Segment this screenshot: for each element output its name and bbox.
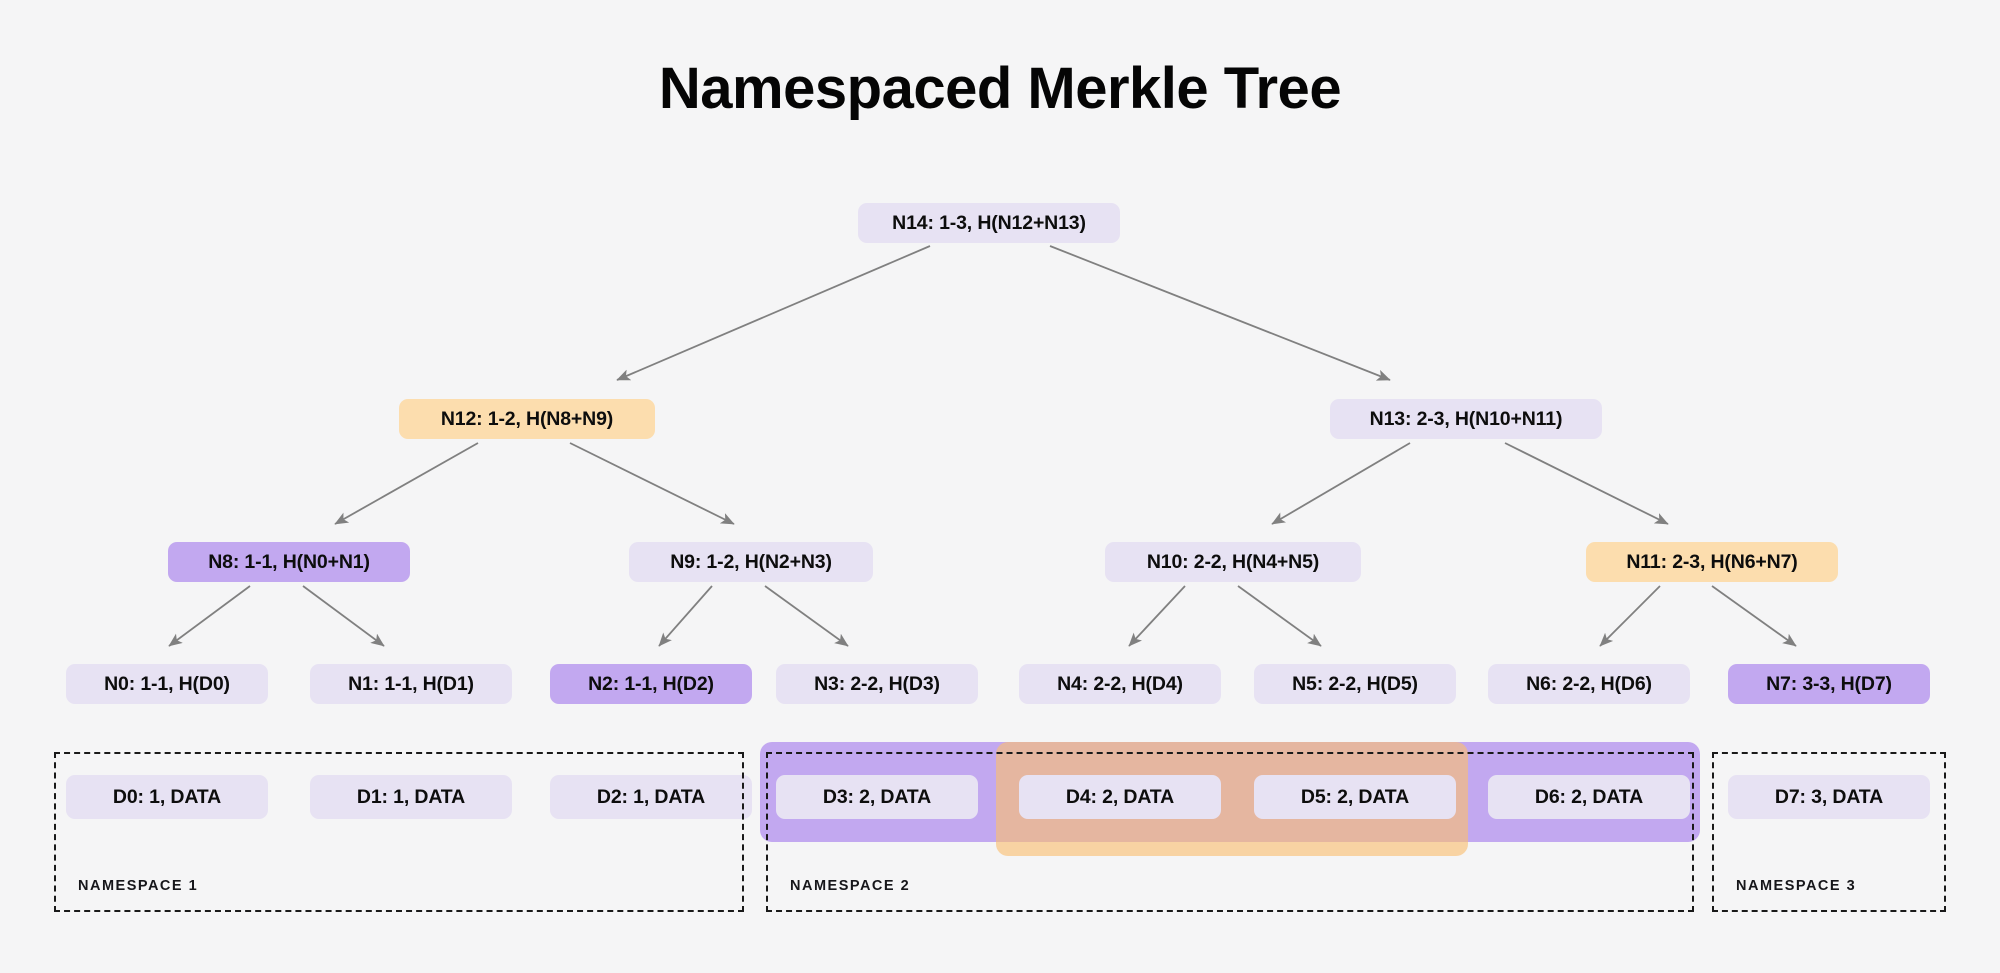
tree-node-n7[interactable]: N7: 3-3, H(D7) (1728, 664, 1930, 704)
tree-edge-n10-to-n4 (1128, 585, 1186, 647)
tree-node-n4[interactable]: N4: 2-2, H(D4) (1019, 664, 1221, 704)
tree-edge-n11-to-n6 (1599, 585, 1661, 647)
tree-node-n1[interactable]: N1: 1-1, H(D1) (310, 664, 512, 704)
tree-node-n0[interactable]: N0: 1-1, H(D0) (66, 664, 268, 704)
namespace-group-ns3 (1712, 752, 1946, 912)
tree-node-n2[interactable]: N2: 1-1, H(D2) (550, 664, 752, 704)
tree-node-n13[interactable]: N13: 2-3, H(N10+N11) (1330, 399, 1602, 439)
page-title: Namespaced Merkle Tree (658, 56, 1342, 121)
tree-edge-n8-to-n1 (302, 585, 385, 647)
tree-node-n8[interactable]: N8: 1-1, H(N0+N1) (168, 542, 410, 582)
tree-node-n5[interactable]: N5: 2-2, H(D5) (1254, 664, 1456, 704)
data-block-d3[interactable]: D3: 2, DATA (776, 775, 978, 819)
namespace-label-ns2: NAMESPACE 2 (790, 878, 911, 894)
edge-group (168, 245, 1797, 647)
namespace-label-ns3: NAMESPACE 3 (1736, 878, 1857, 894)
tree-edge-n13-to-n11 (1504, 442, 1669, 525)
data-block-d7[interactable]: D7: 3, DATA (1728, 775, 1930, 819)
tree-edge-n9-to-n3 (764, 585, 849, 647)
tree-node-n3[interactable]: N3: 2-2, H(D3) (776, 664, 978, 704)
tree-node-n12[interactable]: N12: 1-2, H(N8+N9) (399, 399, 655, 439)
tree-node-n9[interactable]: N9: 1-2, H(N2+N3) (629, 542, 873, 582)
data-block-d0[interactable]: D0: 1, DATA (66, 775, 268, 819)
tree-edge-n8-to-n0 (168, 585, 251, 647)
tree-edge-n13-to-n10 (1271, 442, 1411, 525)
tree-edge-n12-to-n9 (569, 442, 735, 525)
tree-node-n14[interactable]: N14: 1-3, H(N12+N13) (858, 203, 1120, 243)
data-block-d1[interactable]: D1: 1, DATA (310, 775, 512, 819)
data-block-d5[interactable]: D5: 2, DATA (1254, 775, 1456, 819)
tree-edge-n14-to-n13 (1049, 245, 1391, 381)
tree-edge-n12-to-n8 (334, 442, 479, 525)
tree-node-n6[interactable]: N6: 2-2, H(D6) (1488, 664, 1690, 704)
namespace-label-ns1: NAMESPACE 1 (78, 878, 199, 894)
tree-edge-n11-to-n7 (1711, 585, 1797, 647)
tree-edge-n14-to-n12 (616, 245, 931, 381)
tree-edge-n9-to-n2 (658, 585, 713, 647)
tree-edge-n10-to-n5 (1237, 585, 1322, 647)
namespace-group-ns1 (54, 752, 744, 912)
tree-node-n10[interactable]: N10: 2-2, H(N4+N5) (1105, 542, 1361, 582)
tree-node-n11[interactable]: N11: 2-3, H(N6+N7) (1586, 542, 1838, 582)
namespace-group-ns2 (766, 752, 1694, 912)
data-block-d4[interactable]: D4: 2, DATA (1019, 775, 1221, 819)
data-block-d6[interactable]: D6: 2, DATA (1488, 775, 1690, 819)
data-block-d2[interactable]: D2: 1, DATA (550, 775, 752, 819)
